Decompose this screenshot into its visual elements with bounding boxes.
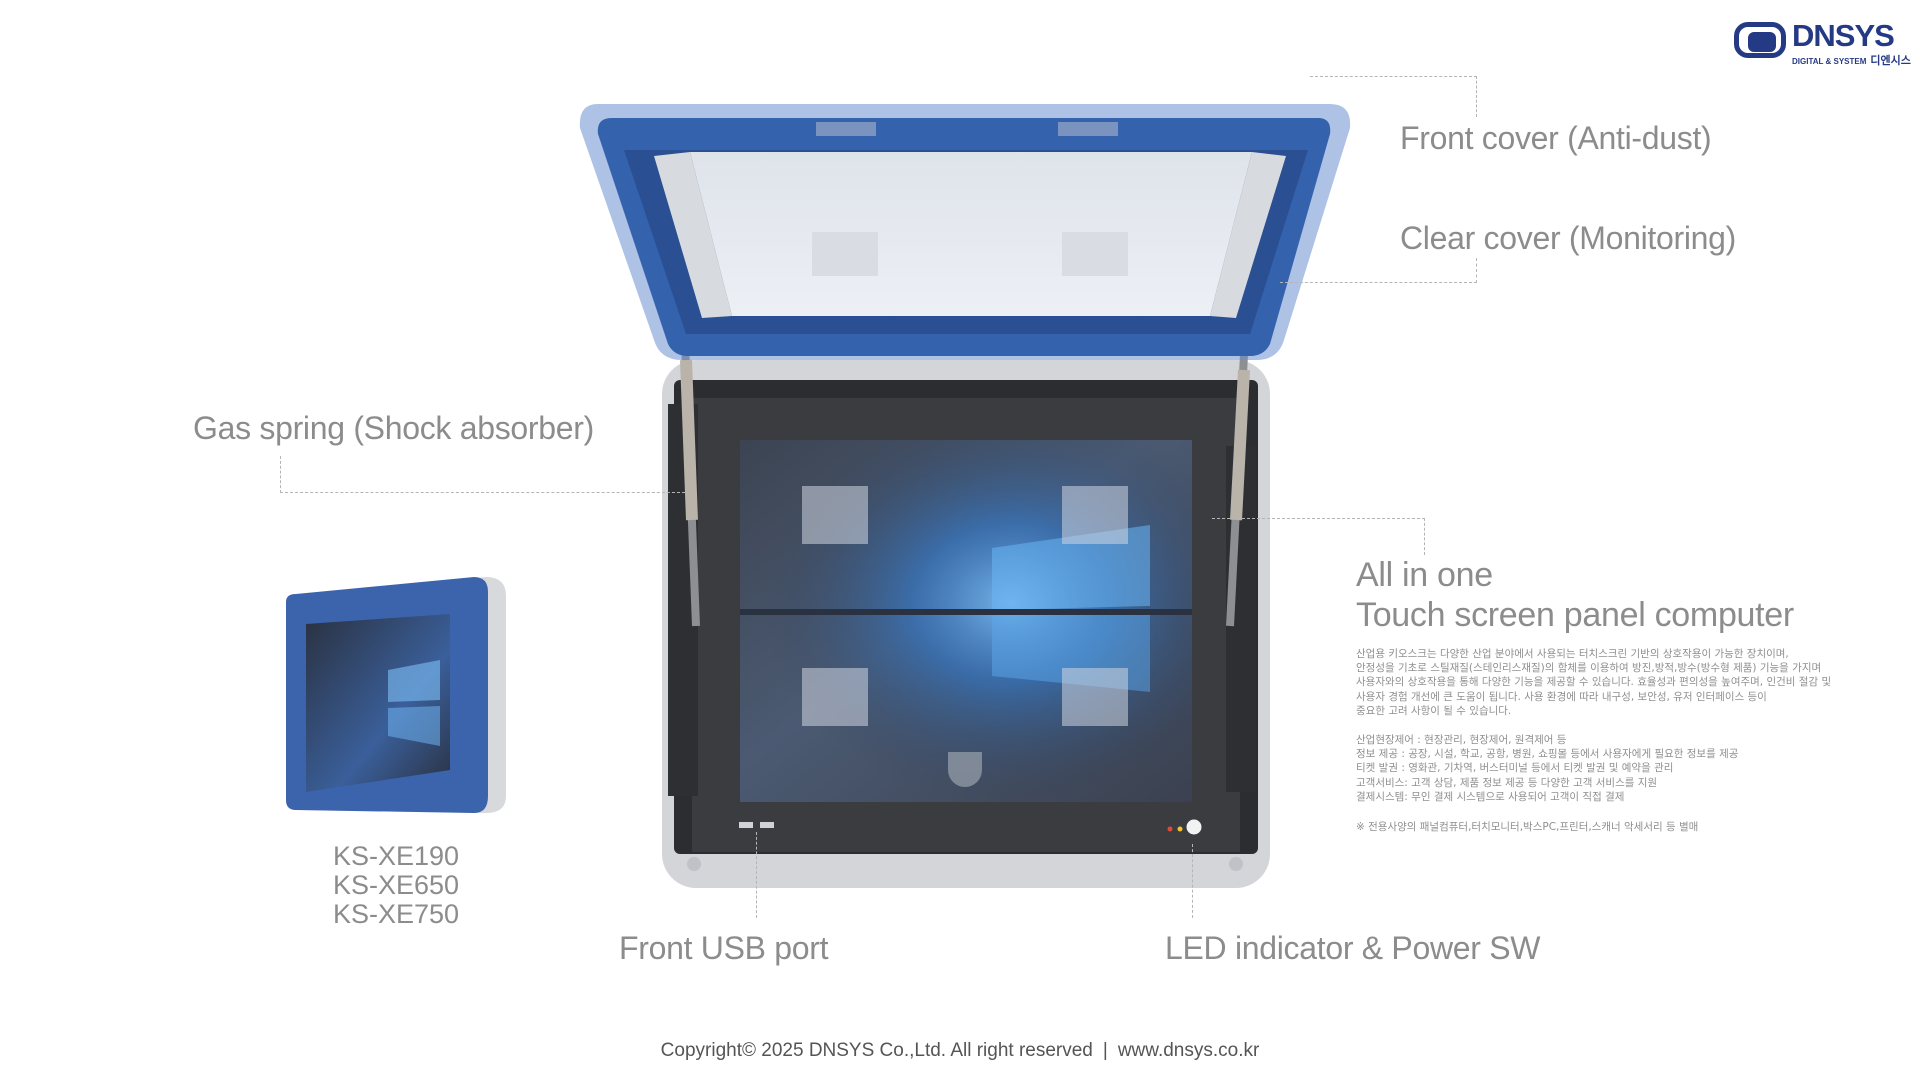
brand-name: DNSYS [1792,18,1895,53]
front-cover-label: Front cover (Anti-dust) [1400,120,1712,156]
use-line: 결제시스템: 무인 결제 시스템으로 사용되어 고객이 직접 결제 [1356,790,1625,803]
usb-leader [756,832,758,918]
desc-line: 산업용 키오스크는 다양한 산업 분야에서 사용되는 터치스크린 기반의 상호작… [1356,648,1789,660]
website-link[interactable]: www.dnsys.co.kr [1117,1040,1260,1061]
use-line: 티켓 발권 : 영화관, 기차역, 버스터미널 등에서 티켓 발권 및 예약을 … [1356,762,1674,775]
led-leader [1192,844,1194,918]
product-title-line1: All in one [1356,556,1493,594]
desc-line: 사용자와의 상호작용을 통해 다양한 기능을 제공할 수 있습니다. 효율성과 … [1356,676,1832,689]
dnsys-logo-mark-icon [1734,22,1786,58]
copyright-text: Copyright© 2025 DNSYS Co.,Ltd. All right… [660,1040,1093,1061]
model-list: KS-XE190 KS-XE650 KS-XE750 [333,842,459,929]
model-item: KS-XE750 [333,899,460,929]
front-usb-port [739,822,774,828]
clear-cover-label: Clear cover (Monitoring) [1400,220,1737,256]
product-title: All in one Touch screen panel computer [1356,555,1794,635]
gas-spring-leader [280,456,685,493]
use-line: 정보 제공 : 공장, 시설, 학교, 공항, 병원, 쇼핑몰 등에서 사용자에… [1356,748,1739,761]
footer: Copyright© 2025 DNSYS Co.,Ltd. All right… [0,1040,1920,1062]
touch-screen [740,440,1192,802]
brand-korean: 디엔시스 [1870,55,1911,67]
product-title-line2: Touch screen panel computer [1356,596,1794,634]
front-cover-leader [1310,76,1477,117]
small-kiosk-image [286,577,506,813]
accessory-note: ※ 전용사양의 패널컴퓨터,터치모니터,박스PC,프린터,스캐너 악세서리 등 … [1356,821,1699,833]
desc-line: 사용자 경험 개선에 큰 도움이 됩니다. 사용 환경에 따라 내구성, 보안성… [1356,690,1767,703]
model-item: KS-XE650 [333,870,460,900]
desc-line: 안정성을 기초로 스틸재질(스테인리스재질)의 함체를 이용하여 방진,방적,방… [1356,662,1822,675]
model-item: KS-XE190 [333,841,460,871]
clear-cover-leader [1280,258,1477,283]
screen-leader [1212,518,1425,555]
use-line: 고객서비스: 고객 상담, 제품 정보 제공 등 다양한 고객 서비스를 지원 [1356,776,1658,789]
gas-spring-label: Gas spring (Shock absorber) [193,410,594,446]
use-line: 산업현장제어 : 현장관리, 현장제어, 원격제어 등 [1356,734,1567,746]
footer-separator: | [1102,1040,1108,1061]
front-usb-label: Front USB port [619,930,829,966]
brand-tagline-text: DIGITAL & SYSTEM [1792,57,1867,66]
clear-cover [654,122,1286,318]
led-power-label: LED indicator & Power SW [1165,930,1541,966]
product-uses: 산업현장제어 : 현장관리, 현장제어, 원격제어 등 정보 제공 : 공장, … [1356,733,1738,804]
desc-line: 중요한 고려 사항이 될 수 있습니다. [1356,704,1512,717]
led-power-switch [1167,819,1202,835]
product-description: 산업용 키오스크는 다양한 산업 분야에서 사용되는 터치스크린 기반의 상호작… [1356,647,1831,718]
